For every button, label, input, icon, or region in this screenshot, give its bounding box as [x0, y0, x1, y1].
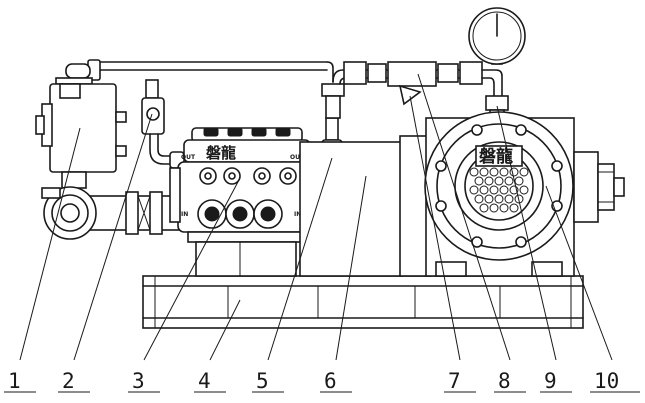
leader-10: [545, 185, 613, 361]
outlet-port-label-left: OUT: [181, 154, 196, 161]
callout-4: 4: [198, 369, 211, 393]
outlet-port-label-right: OUT: [290, 154, 305, 161]
discharge-pipe: [332, 61, 509, 121]
inlet-fitting: [41, 186, 181, 240]
coupling-guard: [299, 135, 431, 277]
leader-lines: [19, 73, 613, 361]
leader-5: [267, 157, 333, 361]
callout-labels: 1 2 3 4 5 6 7 8 9 10: [4, 369, 640, 393]
callout-8: 8: [498, 369, 511, 393]
leader-8: [417, 73, 511, 361]
pressure-fitting: [141, 79, 185, 169]
callout-3: 3: [132, 369, 145, 393]
callout-10: 10: [594, 369, 619, 393]
callout-9: 9: [544, 369, 557, 393]
callout-2: 2: [62, 369, 75, 393]
leader-2: [73, 113, 153, 361]
leader-6: [335, 175, 367, 361]
leader-1: [19, 127, 81, 361]
leader-3: [143, 177, 241, 361]
inlet-port-label-left: IN: [181, 211, 188, 218]
inlet-port-label-right: IN: [294, 211, 301, 218]
top-pipe: [97, 61, 334, 83]
leader-9: [496, 105, 557, 361]
brand-logo-pump: 磐龍: [205, 144, 236, 162]
callout-6: 6: [324, 369, 337, 393]
brand-logo-motor: 磐龍: [478, 146, 513, 167]
electric-motor: 磐龍: [424, 111, 625, 277]
callout-5: 5: [256, 369, 269, 393]
motor-grille: [469, 167, 529, 213]
leader-7: [409, 95, 461, 361]
callout-7: 7: [448, 369, 461, 393]
leader-4: [209, 299, 241, 361]
pressure-gauge: [468, 7, 526, 65]
unloader-valve: [35, 59, 127, 189]
callout-1: 1: [8, 369, 21, 393]
base-frame: [142, 275, 584, 329]
